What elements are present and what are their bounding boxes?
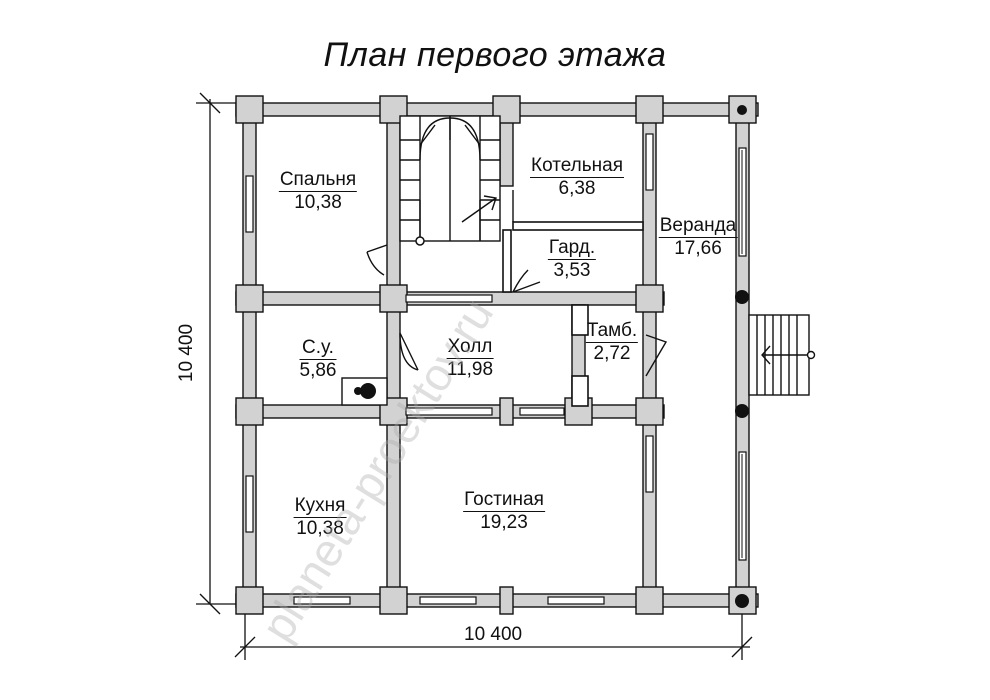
room-area: 10,38 xyxy=(296,518,344,539)
room-name: Холл xyxy=(446,336,494,359)
wall-stub-bottom xyxy=(499,586,514,615)
room-name: Спальня xyxy=(278,169,358,192)
post-3 xyxy=(735,594,749,608)
room-area: 19,23 xyxy=(480,512,528,533)
partition-boiler-bottom xyxy=(512,221,644,231)
room-label-living: Гостиная 19,23 xyxy=(463,489,545,534)
room-label-vestibule: Тамб. 2,72 xyxy=(585,320,639,365)
post-4 xyxy=(737,105,747,115)
window-kitchen xyxy=(245,475,254,533)
window-hall-bath xyxy=(405,294,493,303)
porch-steps xyxy=(748,314,816,396)
room-name: Веранда xyxy=(658,215,738,238)
room-area: 3,53 xyxy=(553,260,591,281)
window-bedroom xyxy=(245,175,254,233)
room-name: Кухня xyxy=(293,495,347,518)
partition-wardrobe-left xyxy=(502,229,512,293)
room-area: 17,66 xyxy=(674,238,722,259)
post-2 xyxy=(735,404,749,418)
room-area: 5,86 xyxy=(299,360,337,381)
post-1 xyxy=(735,290,749,304)
room-name: Тамб. xyxy=(585,320,639,343)
window-living-right xyxy=(645,435,654,493)
room-name: С.у. xyxy=(299,337,337,360)
door-bath xyxy=(399,332,419,371)
room-label-kitchen: Кухня 10,38 xyxy=(293,495,347,540)
room-label-veranda: Веранда 17,66 xyxy=(658,215,738,260)
partition-tamb-bottom xyxy=(571,375,589,407)
room-name: Котельная xyxy=(530,155,624,178)
window-bottom-2 xyxy=(419,596,477,605)
wall-stub-mid xyxy=(499,397,514,426)
window-boiler-right xyxy=(645,133,654,191)
room-area: 11,98 xyxy=(446,359,494,380)
bathroom-fixture xyxy=(341,377,388,406)
door-wardrobe xyxy=(512,269,541,293)
room-label-boiler: Котельная 6,38 xyxy=(530,155,624,200)
partition-tamb-top xyxy=(571,304,589,336)
room-label-bathroom: С.у. 5,86 xyxy=(299,337,337,382)
room-name: Гостиная xyxy=(463,489,545,512)
room-area: 2,72 xyxy=(593,343,631,364)
stair-start-mark xyxy=(415,236,425,246)
door-bedroom xyxy=(366,244,388,276)
dimension-width: 10 400 xyxy=(464,624,523,645)
room-label-hall: Холл 11,98 xyxy=(446,336,494,381)
window-bottom-1 xyxy=(293,596,351,605)
room-name: Гард. xyxy=(547,237,597,260)
room-label-wardrobe: Гард. 3,53 xyxy=(547,237,597,282)
wall-col1-top xyxy=(386,102,401,306)
window-hall-living-2 xyxy=(519,407,565,416)
dimension-height: 10 400 xyxy=(176,323,198,383)
room-area: 6,38 xyxy=(558,178,596,199)
room-label-bedroom: Спальня 10,38 xyxy=(278,169,358,214)
plan-title: План первого этажа xyxy=(323,36,667,74)
window-hall-living xyxy=(405,407,493,416)
staircase xyxy=(399,115,501,242)
window-bottom-3 xyxy=(547,596,605,605)
wall-col1-bot xyxy=(386,404,401,608)
room-area: 10,38 xyxy=(294,192,342,213)
door-tamb xyxy=(645,334,668,377)
